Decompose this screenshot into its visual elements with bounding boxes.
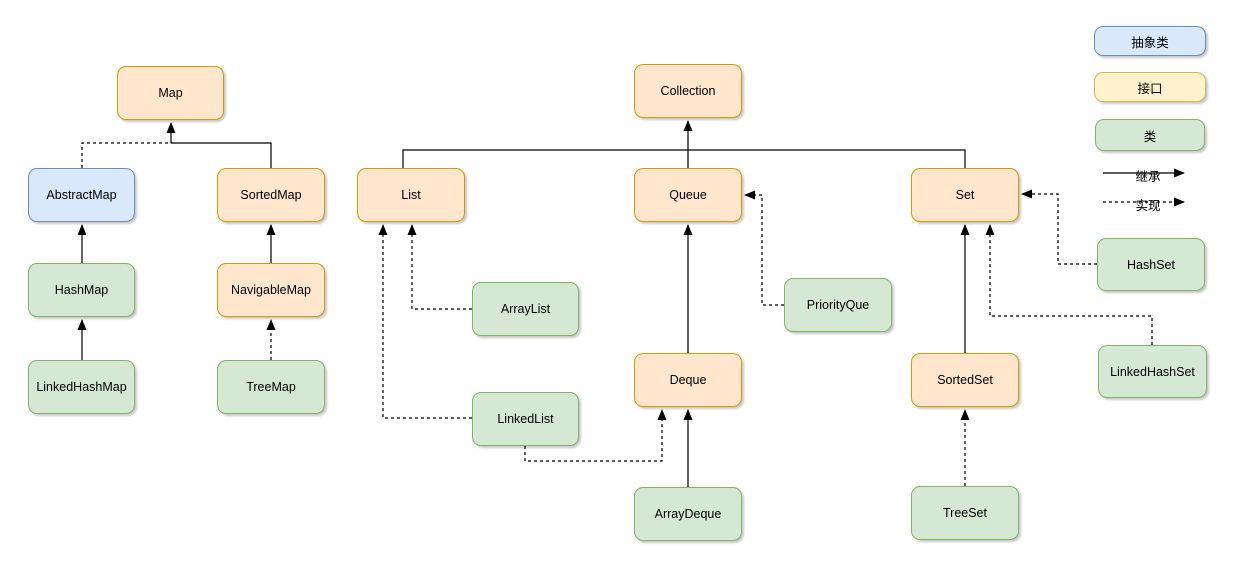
edge-hashset-to-set	[1021, 189, 1097, 265]
node-linked-list-label: LinkedList	[497, 412, 554, 426]
node-linked-hash-set-label: LinkedHashSet	[1110, 364, 1195, 379]
edge-abstractmap-to-map	[81, 142, 170, 168]
node-linked-hash-set: LinkedHashSet	[1098, 345, 1207, 398]
node-set: Set	[911, 168, 1019, 222]
node-array-list: ArrayList	[472, 282, 579, 336]
node-list: List	[357, 168, 465, 222]
node-abstract-map-label: AbstractMap	[46, 188, 117, 202]
legend-class-box: 类	[1095, 119, 1205, 151]
node-hash-map-label: HashMap	[54, 283, 109, 297]
legend-inherit-label: 继承	[1135, 170, 1161, 184]
node-sorted-set: SortedSet	[911, 353, 1019, 407]
node-sorted-set-label: SortedSet	[937, 373, 993, 387]
edge-arraylist-to-list	[407, 224, 472, 310]
node-array-deque-label: ArrayDeque	[654, 507, 722, 521]
legend-interface-label: 接口	[1137, 81, 1163, 96]
node-hash-set-label: HashSet	[1127, 257, 1175, 272]
node-priority-que-label: PriorityQue	[806, 298, 870, 312]
node-map-label: Map	[158, 86, 183, 100]
node-deque: Deque	[634, 353, 742, 407]
node-tree-map-label: TreeMap	[246, 380, 296, 394]
node-linked-hash-map: LinkedHashMap	[28, 360, 135, 414]
node-linked-hash-map-label: LinkedHashMap	[36, 380, 127, 394]
node-collection: Collection	[634, 64, 742, 118]
node-navigable-map: NavigableMap	[217, 263, 325, 317]
node-collection-label: Collection	[660, 84, 716, 98]
legend-abstract-class-box: 抽象类	[1094, 26, 1206, 56]
edge-linkedhashset-to-set	[985, 224, 1153, 345]
legend-inherit-row: 继承	[1100, 165, 1196, 184]
node-hash-map: HashMap	[28, 263, 135, 317]
node-hash-set: HashSet	[1097, 238, 1205, 291]
node-priority-que: PriorityQue	[784, 278, 892, 332]
node-navigable-map-label: NavigableMap	[231, 283, 311, 297]
legend-abstract-class-label: 抽象类	[1131, 35, 1169, 50]
implement-arrow-icon	[1103, 197, 1185, 207]
node-array-list-label: ArrayList	[500, 302, 551, 316]
edge-linkedlist-to-list	[378, 224, 472, 419]
node-sorted-map-label: SortedMap	[240, 188, 302, 202]
edge-priorityque-to-queue	[744, 190, 784, 306]
node-sorted-map: SortedMap	[217, 168, 325, 222]
node-abstract-map: AbstractMap	[28, 168, 135, 222]
edge-linkedlist-to-deque	[524, 409, 667, 462]
node-tree-set: TreeSet	[911, 486, 1019, 540]
node-tree-set-label: TreeSet	[942, 506, 987, 520]
edge-sortedmap-to-map	[166, 122, 272, 168]
node-map: Map	[117, 66, 224, 120]
legend-implement-row: 实现	[1100, 194, 1196, 213]
node-list-label: List	[401, 188, 421, 202]
legend-class-label: 类	[1143, 129, 1157, 144]
node-deque-label: Deque	[669, 373, 707, 387]
node-tree-map: TreeMap	[217, 360, 325, 414]
node-queue-label: Queue	[669, 188, 707, 202]
inherit-arrow-icon	[1103, 168, 1185, 178]
legend-implement-label: 实现	[1135, 199, 1161, 213]
node-array-deque: ArrayDeque	[634, 487, 742, 541]
node-linked-list: LinkedList	[472, 392, 579, 446]
edge-list-set-bus	[402, 149, 966, 168]
node-set-label: Set	[955, 188, 975, 202]
legend-interface-box: 接口	[1094, 72, 1206, 102]
node-queue: Queue	[634, 168, 742, 222]
